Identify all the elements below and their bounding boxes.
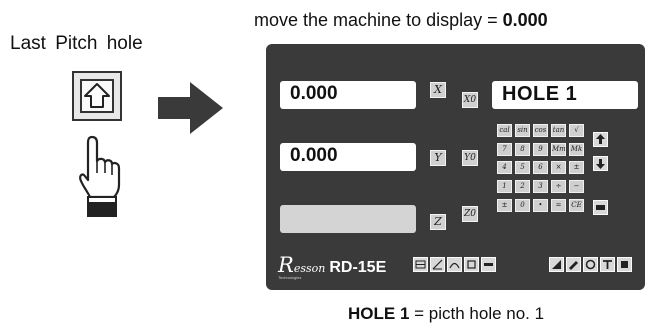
diagonal-icon <box>552 260 561 269</box>
message-display: HOLE 1 <box>492 81 638 109</box>
y-axis-key[interactable]: Y <box>430 150 446 166</box>
function-key-10[interactable] <box>617 257 632 272</box>
scroll-up-key[interactable] <box>593 132 608 147</box>
z-axis-display <box>280 205 416 233</box>
dro-panel: 0.000 0.000 HOLE 1 X X0 Y Y0 Z Z0 cal si… <box>266 44 645 290</box>
up-arrow-icon <box>596 134 605 144</box>
function-key-7[interactable] <box>566 257 581 272</box>
key-7[interactable]: 7 <box>497 143 512 156</box>
square-icon <box>621 261 628 268</box>
key-multiply[interactable]: × <box>551 161 566 174</box>
key-mm[interactable]: Mm <box>551 143 566 156</box>
key-cos[interactable]: cos <box>533 124 548 137</box>
hole-caption-bold: HOLE 1 <box>348 304 410 323</box>
brand-name: esson <box>293 262 326 275</box>
function-key-3[interactable] <box>447 257 462 272</box>
model-label: RD-15E <box>329 259 387 276</box>
key-minus[interactable]: − <box>569 180 584 193</box>
key-ce[interactable]: CE <box>569 199 584 212</box>
function-key-8[interactable] <box>583 257 598 272</box>
function-key-1[interactable] <box>413 257 428 272</box>
brand-initial: R <box>278 253 294 277</box>
edit-icon <box>569 261 578 270</box>
key-sign[interactable]: ± <box>497 199 512 212</box>
t-icon <box>603 260 612 269</box>
enter-icon <box>596 205 605 210</box>
function-key-5[interactable] <box>481 257 496 272</box>
key-0[interactable]: 0 <box>515 199 530 212</box>
key-divide[interactable]: ÷ <box>551 180 566 193</box>
key-8[interactable]: 8 <box>515 143 530 156</box>
function-key-2[interactable] <box>430 257 445 272</box>
box-icon <box>467 260 476 269</box>
z-zero-key[interactable]: Z0 <box>462 206 478 222</box>
last-pitch-hole-label: Last Pitch hole <box>10 33 143 54</box>
x-axis-display: 0.000 <box>280 81 416 109</box>
key-2[interactable]: 2 <box>515 180 530 193</box>
instruction-value: 0.000 <box>502 10 548 30</box>
brand-subtitle: Technologies <box>278 275 302 280</box>
key-1[interactable]: 1 <box>497 180 512 193</box>
key-equals[interactable]: = <box>551 199 566 212</box>
key-5[interactable]: 5 <box>515 161 530 174</box>
up-arrow-key[interactable] <box>72 71 122 121</box>
key-3[interactable]: 3 <box>533 180 548 193</box>
key-cal[interactable]: cal <box>497 124 512 137</box>
instruction-text: move the machine to display = <box>254 10 503 30</box>
key-mk[interactable]: Mk <box>569 143 584 156</box>
bar-icon <box>484 263 493 266</box>
function-key-9[interactable] <box>600 257 615 272</box>
key-sin[interactable]: sin <box>515 124 530 137</box>
scroll-down-key[interactable] <box>593 156 608 171</box>
arc-icon <box>449 262 460 269</box>
key-dot[interactable]: • <box>533 199 548 212</box>
hole-caption-text: = picth hole no. 1 <box>409 304 545 323</box>
x-axis-key[interactable]: X <box>430 82 446 98</box>
up-arrow-icon <box>80 79 114 113</box>
function-key-4[interactable] <box>464 257 479 272</box>
pointing-hand-icon <box>78 135 122 226</box>
key-tan[interactable]: tan <box>551 124 566 137</box>
circle-icon <box>585 259 596 270</box>
hole-caption: HOLE 1 = picth hole no. 1 <box>348 304 544 324</box>
function-key-6[interactable] <box>549 257 564 272</box>
down-arrow-icon <box>596 159 605 169</box>
grid-icon <box>415 260 426 269</box>
key-6[interactable]: 6 <box>533 161 548 174</box>
instruction-caption: move the machine to display = 0.000 <box>254 10 548 31</box>
key-4[interactable]: 4 <box>497 161 512 174</box>
key-plus-minus[interactable]: ± <box>569 161 584 174</box>
key-sqrt[interactable]: √ <box>569 124 584 137</box>
z-axis-key[interactable]: Z <box>430 214 446 230</box>
right-arrow-icon <box>158 82 224 139</box>
y-zero-key[interactable]: Y0 <box>462 150 478 166</box>
y-axis-display: 0.000 <box>280 143 416 171</box>
enter-key[interactable] <box>593 200 608 215</box>
key-9[interactable]: 9 <box>533 143 548 156</box>
slope-icon <box>432 259 443 270</box>
x-zero-key[interactable]: X0 <box>462 92 478 108</box>
